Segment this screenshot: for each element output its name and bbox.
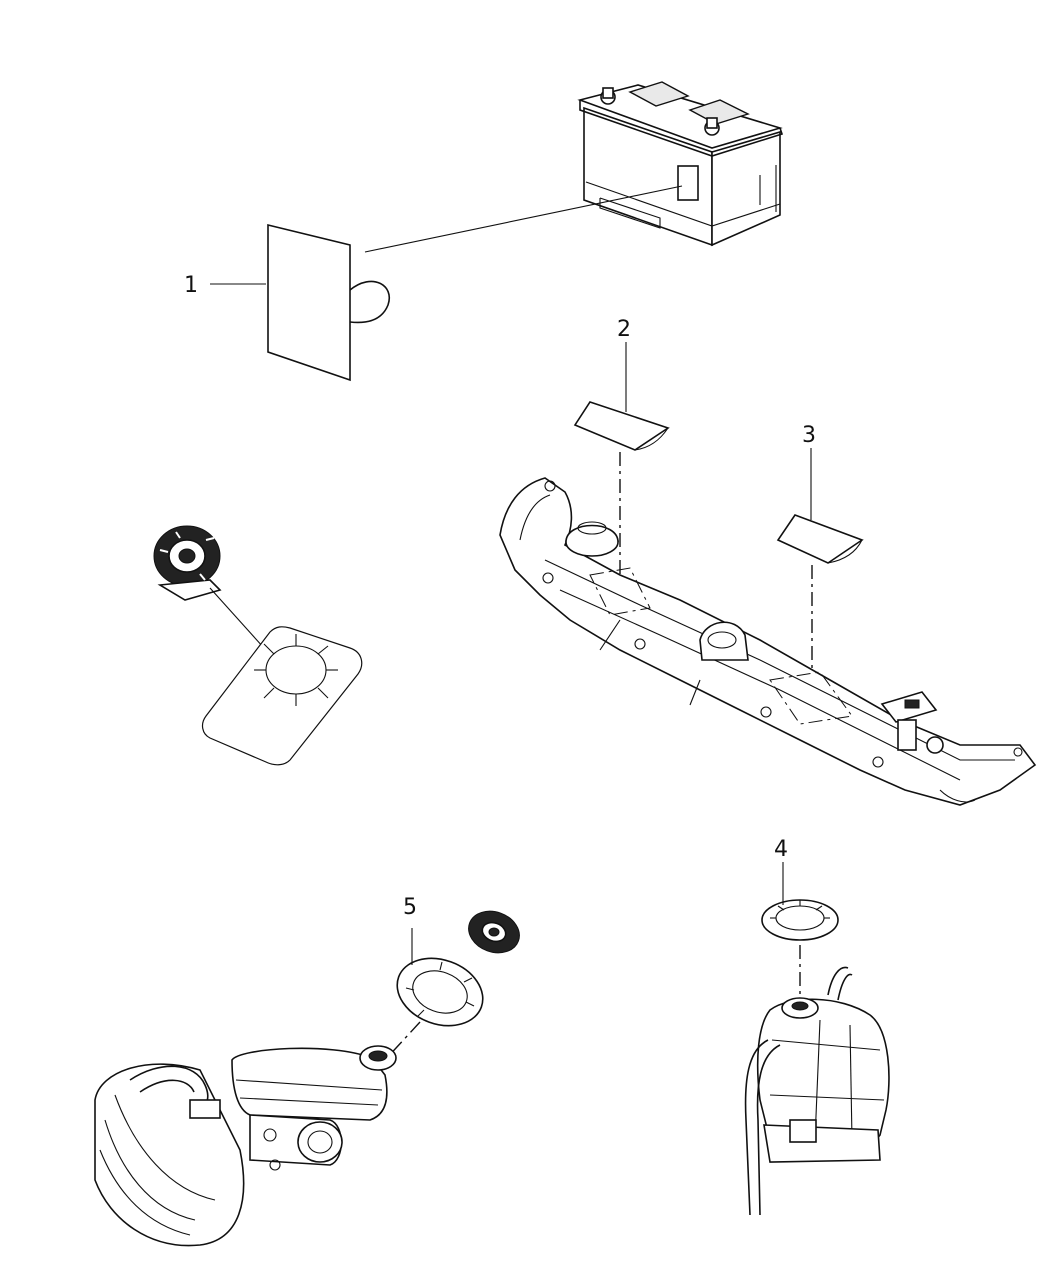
radiator-support-illustration (499, 477, 1037, 806)
callout-2-number: 2 (617, 317, 631, 342)
callout-5-number: 5 (403, 895, 417, 920)
brake-booster-reservoir-illustration (94, 1045, 397, 1247)
decal-4 (761, 899, 839, 941)
callout-3-number: 3 (802, 423, 816, 448)
coolant-reservoir-illustration (744, 966, 890, 1216)
leader-line-1 (364, 185, 683, 253)
warning-label-sheet (267, 223, 391, 382)
decal-5 (396, 957, 484, 1027)
callout-4-number: 4 (774, 837, 788, 862)
decal-5-path (384, 1021, 421, 1061)
callout-1-number: 1 (184, 273, 198, 298)
decal-2 (573, 401, 670, 451)
cap-decal-assembly-left (153, 525, 363, 766)
battery-illustration (577, 81, 784, 247)
decal-3 (776, 514, 864, 564)
reservoir-cap-5 (468, 910, 520, 954)
